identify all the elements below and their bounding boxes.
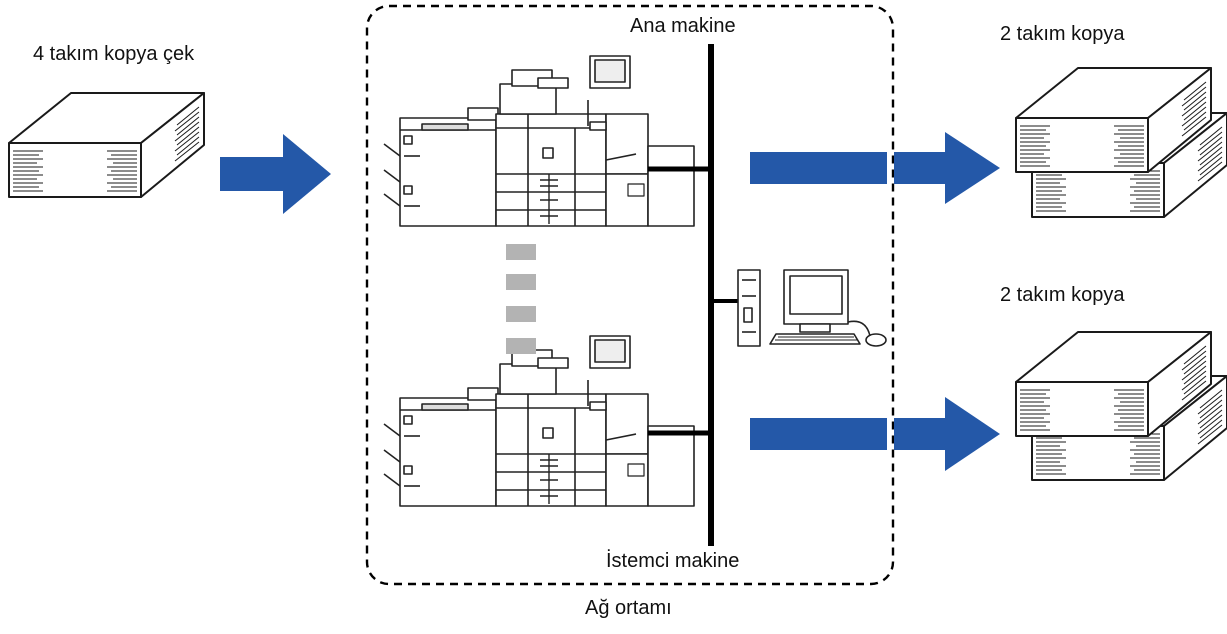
network-boundary — [365, 4, 895, 586]
output-arrow-top — [750, 132, 1000, 204]
machine-link-dashes — [506, 244, 536, 354]
source-label: 4 takım kopya çek — [33, 43, 195, 65]
output-arrow-bottom — [750, 397, 1000, 471]
output-top-label: 2 takım kopya — [1000, 23, 1125, 45]
computer-icon — [737, 269, 887, 347]
input-arrow — [220, 134, 331, 214]
printer-icon — [383, 55, 695, 227]
output-bottom-label: 2 takım kopya — [1000, 284, 1125, 306]
paper-stack-icon — [8, 92, 205, 198]
client-label: İstemci makine — [606, 550, 740, 572]
host-label: Ana makine — [630, 15, 736, 37]
printer-icon — [383, 335, 695, 507]
network-label: Ağ ortamı — [585, 597, 672, 619]
